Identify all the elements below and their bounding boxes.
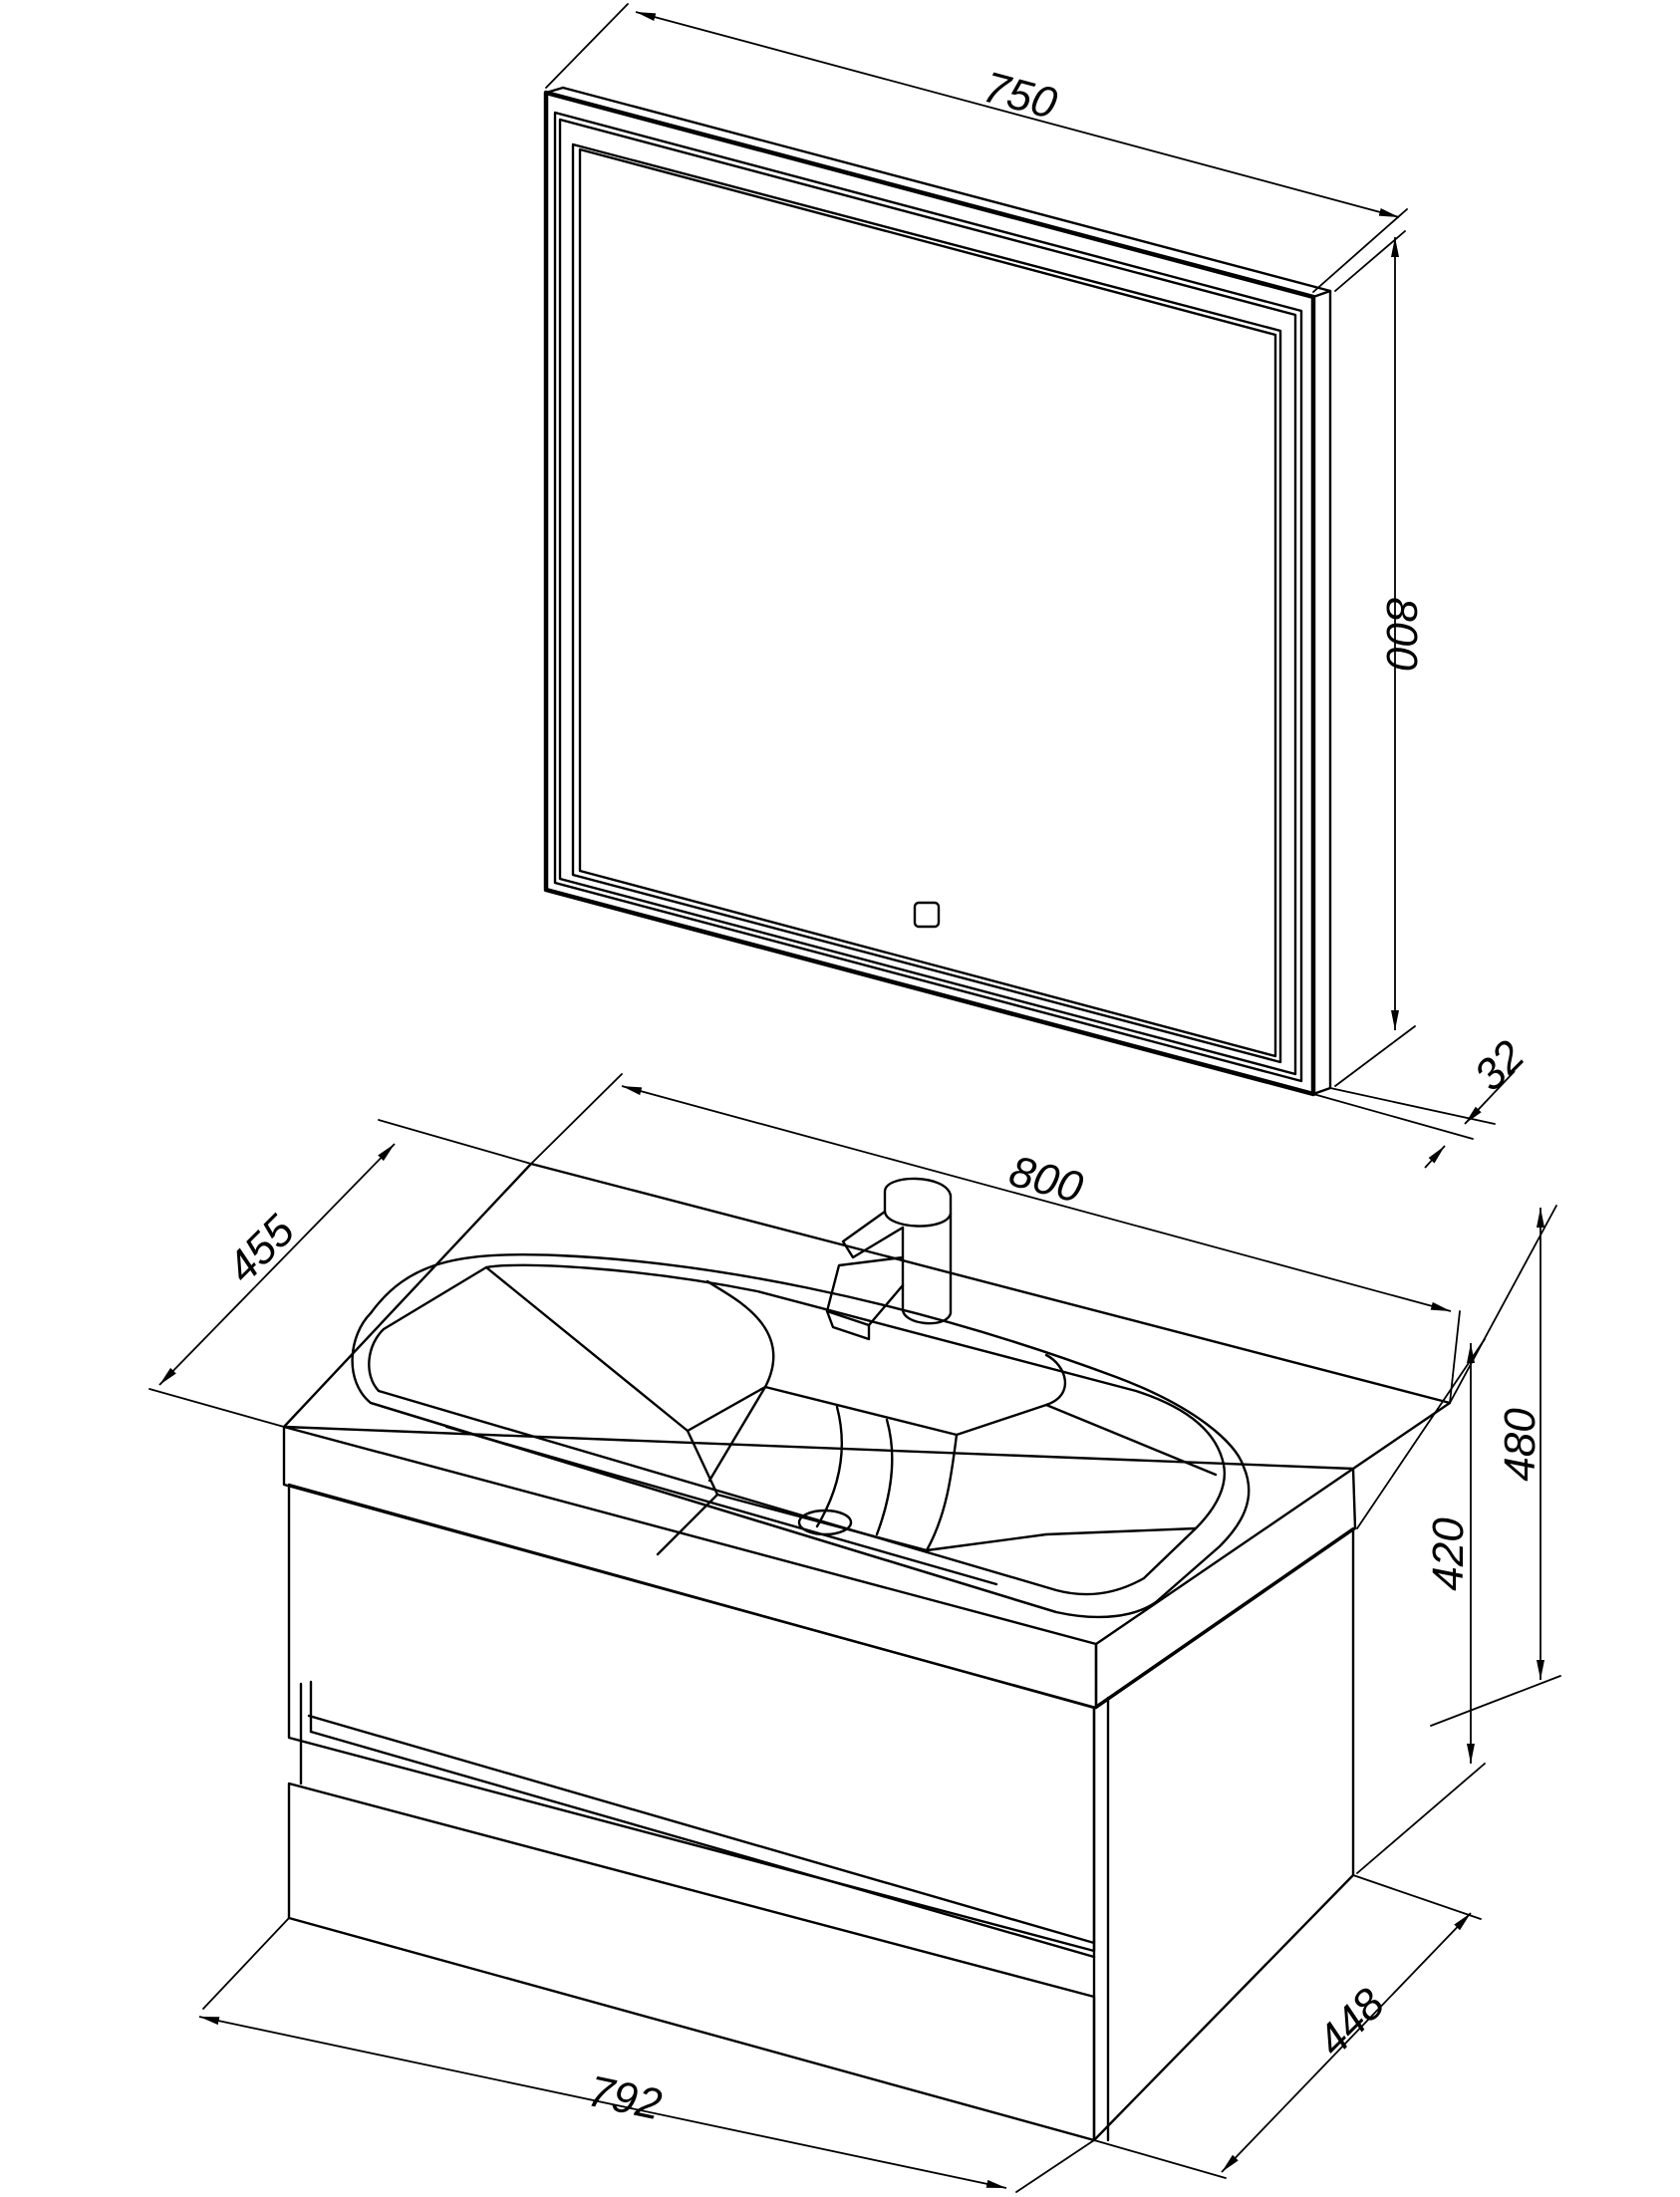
basin-facet-5 [656,1493,719,1556]
mirror-frame-inner-2 [558,118,1297,1076]
mirror [543,86,1332,1097]
dim-cabinet-depth-label: 448 [1307,1979,1394,2065]
cabinet-upper-front [287,1483,1096,1953]
dim-total-height: 480 [1430,1205,1561,1727]
dim-mirror-height-label: 800 [1377,597,1426,671]
dim-mirror-depth-label: 32 [1465,1031,1534,1100]
basin-facet-3 [955,1403,1218,1477]
dim-cabinet-height: 420 [1356,1338,1486,1874]
basin-rim-inner [368,1263,1227,1596]
touch-switch-icon [913,901,941,929]
dim-top-width-label: 800 [1004,1147,1088,1213]
cabinet-drawer-gap [307,1714,1096,1945]
basin-facet-1 [484,1265,959,1437]
dim-top-depth: 455 [148,1119,532,1428]
cabinet-lower-front-drawer [287,1782,1096,2142]
dim-total-height-label: 480 [1496,1408,1544,1482]
basin-facet-6 [707,1385,767,1483]
drain [797,1509,853,1536]
dim-mirror-width: 750 [545,3,1408,293]
mirror-top-back-edge [561,86,1332,293]
basin-facet-9 [925,1433,959,1552]
dim-cabinet-depth: 448 [1093,1874,1482,2179]
mirror-glass-outline [571,142,1282,1064]
basin-facet-11 [875,1418,894,1536]
dim-mirror-depth: 32 [1312,1031,1534,1169]
dim-top-depth-label: 455 [217,1206,304,1292]
basin-facet-4 [925,1526,1198,1552]
mirror-top-edge [544,86,565,95]
cabinet [287,1483,1355,2142]
basin-inner-front-ledge [444,1425,998,1586]
basin-facet-8 [1044,1353,1066,1407]
dim-mirror-width-label: 750 [979,63,1062,129]
top-surface [282,1162,1452,1471]
dim-cabinet-width-label: 792 [584,2066,666,2129]
washbasin [282,1162,1452,1710]
dim-mirror-height: 800 [1334,230,1426,1087]
top-side-face [1094,1467,1357,1710]
mirror-frame-inner-1 [553,111,1303,1083]
mirror-side-face [1311,289,1332,1096]
mirror-glass [578,147,1277,1058]
dim-cabinet-height-label: 420 [1424,1517,1473,1591]
basin-facet-7 [705,1279,775,1389]
basin-facet-10 [815,1405,844,1528]
dim-cabinet-width: 792 [198,1917,1095,2193]
cabinet-drawer-handle-line [309,1730,1096,1959]
